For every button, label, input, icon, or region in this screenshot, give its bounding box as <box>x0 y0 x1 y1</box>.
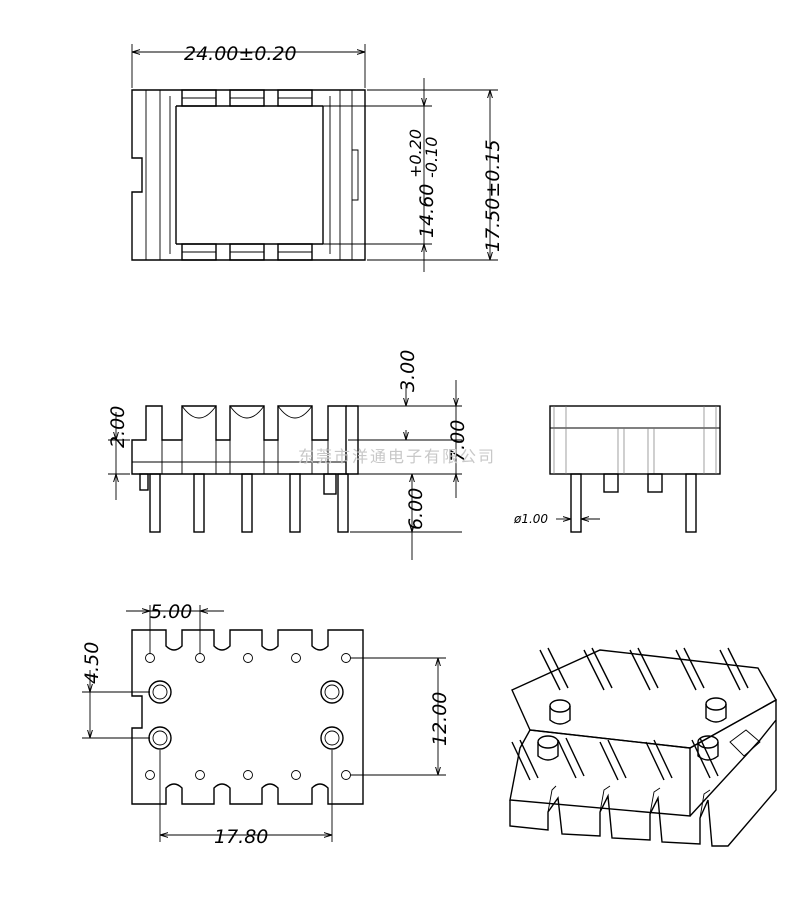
side-view: 2.00 3.00 7.00 6.00 <box>107 350 469 560</box>
bottom-width-dim: 17.80 <box>214 826 268 848</box>
top-view: 24.00±0.20 14.60 +0.20 -0.10 17.50±0.15 <box>131 43 504 272</box>
bottom-pitch-dim: 5.00 <box>150 601 192 623</box>
isometric-view <box>509 647 777 847</box>
bottom-right-dim: 12.00 <box>429 692 451 746</box>
watermark-text: 东莞市洋通电子有限公司 <box>298 447 496 466</box>
top-inner-height-tol-minus: -0.10 <box>422 137 441 178</box>
top-inner-height-dim: 14.60 <box>416 184 438 238</box>
side-body-dim: 7.00 <box>447 420 469 462</box>
side-pin-length-dim: 6.00 <box>405 488 427 530</box>
bottom-view: 5.00 4.50 12.00 17.80 <box>81 601 451 848</box>
side-flange-height-dim: 2.00 <box>107 406 129 448</box>
top-inner-height-tol-plus: +0.20 <box>406 129 425 178</box>
top-outer-height-dim: 17.50±0.15 <box>482 139 504 252</box>
side-top-dim: 3.00 <box>397 350 419 392</box>
bottom-left-dim: 4.50 <box>81 642 103 684</box>
top-width-dim: 24.00±0.20 <box>184 43 297 65</box>
end-pin-diameter-dim: ø1.00 <box>513 512 548 526</box>
end-view: ø1.00 <box>513 405 721 533</box>
